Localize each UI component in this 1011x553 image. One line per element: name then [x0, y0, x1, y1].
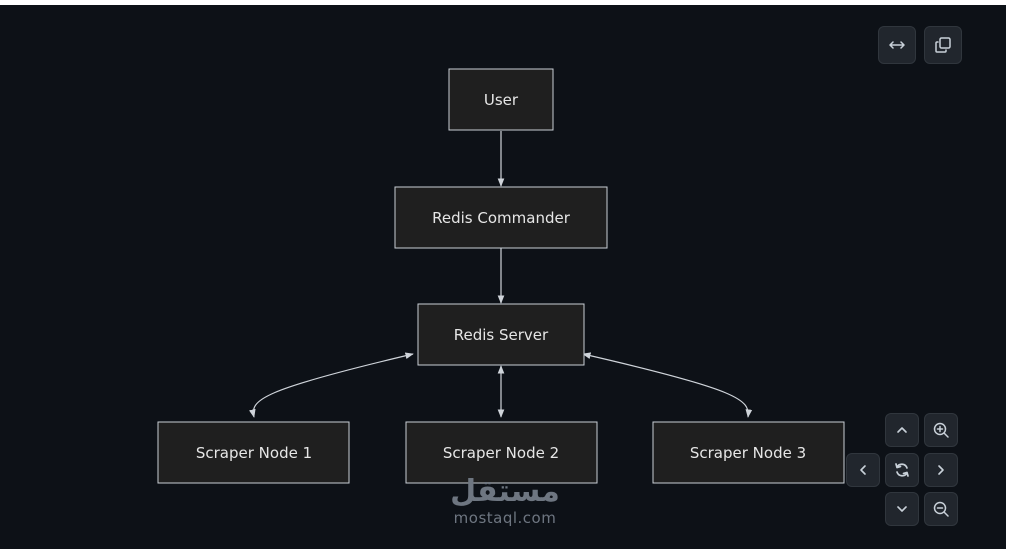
pan-up-button[interactable]	[885, 413, 919, 447]
horizontal-arrows-icon	[889, 41, 905, 49]
zoom-out-button[interactable]	[924, 492, 958, 526]
node-label: User	[484, 91, 519, 109]
pan-left-button[interactable]	[846, 453, 880, 487]
node-scraper-1[interactable]: Scraper Node 1	[157, 421, 350, 484]
chevron-down-icon	[897, 506, 907, 512]
node-label: Redis Commander	[432, 209, 571, 227]
chevron-up-icon	[897, 427, 907, 433]
refresh-icon	[895, 463, 909, 477]
pan-down-button[interactable]	[885, 492, 919, 526]
copy-icon	[935, 37, 951, 53]
node-user[interactable]: User	[448, 68, 554, 131]
node-redis-server[interactable]: Redis Server	[417, 303, 585, 366]
node-label: Scraper Node 1	[196, 444, 312, 462]
flowchart: User Redis Commander Redis Server Scrape…	[157, 68, 845, 484]
chevron-right-icon	[938, 465, 944, 475]
diagram-canvas[interactable]: User Redis Commander Redis Server Scrape…	[0, 5, 1006, 549]
edge-server-node1	[249, 352, 414, 418]
watermark-url: mostaql.com	[453, 509, 557, 527]
zoom-in-icon	[933, 422, 949, 438]
node-scraper-3[interactable]: Scraper Node 3	[652, 421, 845, 484]
node-label: Scraper Node 2	[443, 444, 559, 462]
watermark: مستقل mostaql.com	[430, 474, 580, 528]
node-scraper-2[interactable]: Scraper Node 2	[405, 421, 598, 484]
fit-width-button[interactable]	[878, 26, 916, 64]
copy-button[interactable]	[924, 26, 962, 64]
zoom-out-icon	[933, 501, 949, 517]
watermark-arabic: مستقل	[450, 474, 560, 509]
node-label: Redis Server	[454, 326, 549, 344]
node-label: Scraper Node 3	[690, 444, 806, 462]
edge-server-node3	[582, 352, 753, 418]
pan-right-button[interactable]	[924, 453, 958, 487]
node-redis-commander[interactable]: Redis Commander	[394, 186, 608, 249]
chevron-left-icon	[860, 465, 866, 475]
reset-view-button[interactable]	[885, 453, 919, 487]
zoom-in-button[interactable]	[924, 413, 958, 447]
